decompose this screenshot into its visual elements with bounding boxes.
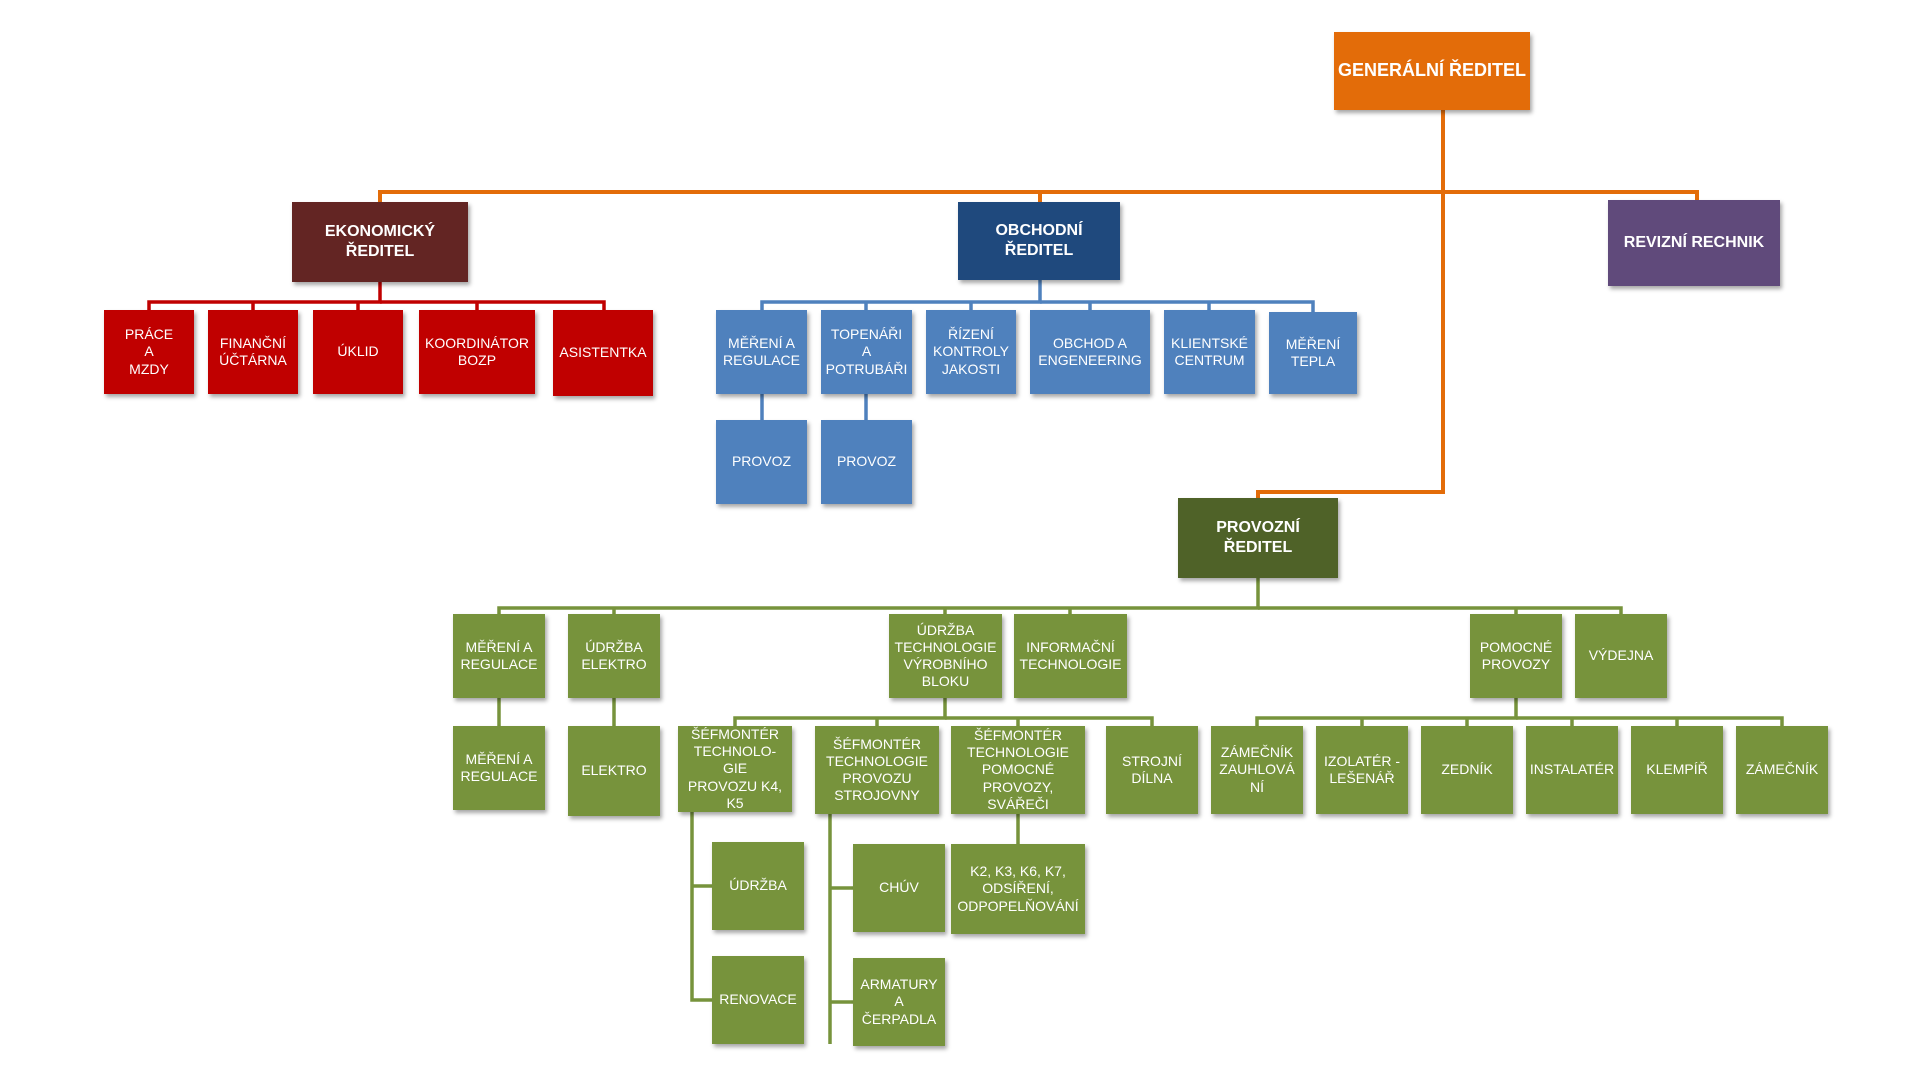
node-koordinator-bozp: KOORDINÁTOR BOZP (419, 310, 535, 394)
node-prace-a-mzdy: PRÁCE A MZDY (104, 310, 194, 394)
connector-2 (1443, 190, 1699, 200)
connector-0 (378, 110, 1445, 202)
node-pomocne-provozy: POMOCNÉ PROVOZY (1470, 614, 1562, 698)
connector-10 (1040, 300, 1315, 312)
node-zednik: ZEDNÍK (1421, 726, 1513, 814)
node-instalater: INSTALATÉR (1526, 726, 1618, 814)
node-zamecnik-zauhlovani: ZÁMEČNÍK ZAUHLOVÁ NÍ (1211, 726, 1303, 814)
node-obchod-mereni-a-regulace: MĚŘENÍ A REGULACE (716, 310, 807, 394)
node-obchod-a-engeneering: OBCHOD A ENGENEERING (1030, 310, 1150, 394)
node-zamecnik: ZÁMEČNÍK (1736, 726, 1828, 814)
connector-29 (1255, 698, 1518, 726)
node-ekonomicky-reditel: EKONOMICKÝ ŘEDITEL (292, 202, 468, 282)
connector-9 (760, 280, 1042, 310)
connector-26 (945, 716, 1154, 726)
connector-4 (147, 282, 382, 310)
node-strojni-dilna: STROJNÍ DÍLNA (1106, 726, 1198, 814)
node-udrzba-elektro: ÚDRŽBA ELEKTRO (568, 614, 660, 698)
node-asistentka: ASISTENTKA (553, 310, 653, 396)
node-mereni-tepla: MĚŘENÍ TEPLA (1269, 312, 1357, 394)
node-udrzba-technologie: ÚDRŽBA TECHNOLOGIE VÝROBNÍHO BLOKU (889, 614, 1002, 698)
node-provoz-mereni-a-regulace: MĚŘENÍ A REGULACE (453, 614, 545, 698)
node-klientske-centrum: KLIENTSKÉ CENTRUM (1164, 310, 1255, 394)
node-k45-renovace: RENOVACE (712, 956, 804, 1044)
node-provozni-reditel: PROVOZNÍ ŘEDITEL (1178, 498, 1338, 578)
node-izolater-lesenar: IZOLATÉR - LEŠENÁŘ (1316, 726, 1408, 814)
connector-5 (380, 300, 606, 310)
node-chuv: CHÚV (853, 844, 945, 932)
node-vydejna: VÝDEJNA (1575, 614, 1667, 698)
node-obchodni-reditel: OBCHODNÍ ŘEDITEL (958, 202, 1120, 280)
connector-25 (733, 698, 947, 726)
node-sefmonter-strojovny: ŠÉFMONTÉR TECHNOLOGIE PROVOZU STROJOVNY (815, 726, 939, 814)
connector-35 (690, 812, 712, 1002)
node-uklid: ÚKLID (313, 310, 403, 394)
node-informacni-technologie: INFORMAČNÍ TECHNOLOGIE (1014, 614, 1127, 698)
connector-3 (1256, 192, 1445, 498)
connector-30 (1516, 716, 1784, 726)
node-mereni-a-regulace-sub: MĚŘENÍ A REGULACE (453, 726, 545, 810)
node-topenari-a-potrubari: TOPENÁŘI A POTRUBÁŘI (821, 310, 912, 394)
node-k2-k3-k6-k7: K2, K3, K6, K7, ODSÍŘENÍ, ODPOPELŇOVÁNÍ (951, 844, 1085, 934)
node-provoz-1: PROVOZ (716, 420, 807, 504)
connector-17 (497, 578, 1260, 614)
node-elektro: ELEKTRO (568, 726, 660, 816)
node-provoz-2: PROVOZ (821, 420, 912, 504)
node-revizni-technik: REVIZNÍ RECHNIK (1608, 200, 1780, 286)
node-klempir: KLEMPÍŘ (1631, 726, 1723, 814)
connector-18 (1258, 606, 1623, 614)
connector-1 (1038, 190, 1443, 202)
node-armatury-a-cerpadla: ARMATURY A ČERPADLA (853, 958, 945, 1046)
node-financni-uctarna: FINANČNÍ ÚČTÁRNA (208, 310, 298, 394)
node-k45-udrzba: ÚDRŽBA (712, 842, 804, 930)
node-rizeni-kontroly-jakosti: ŘÍZENÍ KONTROLY JAKOSTI (926, 310, 1016, 394)
node-generalni-reditel: GENERÁLNÍ ŘEDITEL (1334, 32, 1530, 110)
node-sefmonter-k4-k5: ŠÉFMONTÉR TECHNOLO-GIE PROVOZU K4, K5 (678, 726, 792, 812)
node-sefmonter-pomocne-provozy: ŠÉFMONTÉR TECHNOLOGIE POMOCNÉ PROVOZY, S… (951, 726, 1085, 814)
